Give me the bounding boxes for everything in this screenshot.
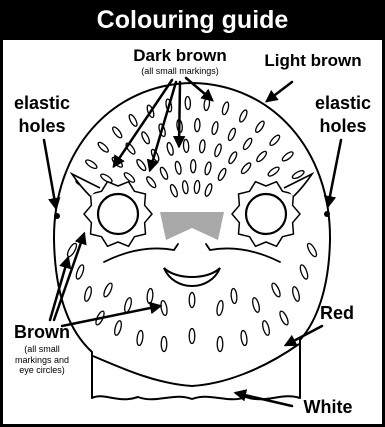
arrow-elastic-left: [44, 140, 56, 208]
right-elastic-hole: [324, 211, 330, 217]
label-brown: Brown: [14, 321, 70, 343]
left-eye-circle: [98, 194, 138, 234]
feather-marking: [183, 139, 189, 152]
cheek-marking: [217, 337, 223, 352]
feather-marking: [190, 160, 195, 173]
right-eye-circle: [246, 194, 286, 234]
left-elastic-hole: [54, 213, 60, 219]
arrow-dark-brown-3: [179, 82, 180, 146]
feather-marking: [194, 119, 200, 132]
header-bar: Colouring guide: [0, 0, 385, 40]
label-dark-brown: Dark brown: [133, 46, 227, 66]
arrow-elastic-right: [328, 140, 341, 206]
cheek-marking: [147, 288, 154, 303]
cheek-marking: [189, 293, 195, 308]
cheek-marking: [161, 337, 167, 352]
cheek-marking: [231, 288, 238, 303]
mask-outline-group: [54, 83, 330, 399]
label-light-brown: Light brown: [264, 51, 361, 71]
feather-marking: [185, 96, 191, 109]
note-brown: (all small markings and eye circles): [10, 344, 74, 376]
page-title: Colouring guide: [0, 0, 385, 40]
feather-marking: [194, 180, 201, 193]
label-elastic-holes-right: elastic holes: [303, 92, 383, 138]
label-white: White: [304, 396, 353, 418]
label-red: Red: [320, 302, 354, 324]
label-elastic-holes-left: elastic holes: [2, 92, 82, 138]
cheek-marking: [189, 329, 195, 344]
arrow-light-brown: [267, 82, 292, 101]
note-dark-brown: (all small markings): [141, 66, 219, 77]
